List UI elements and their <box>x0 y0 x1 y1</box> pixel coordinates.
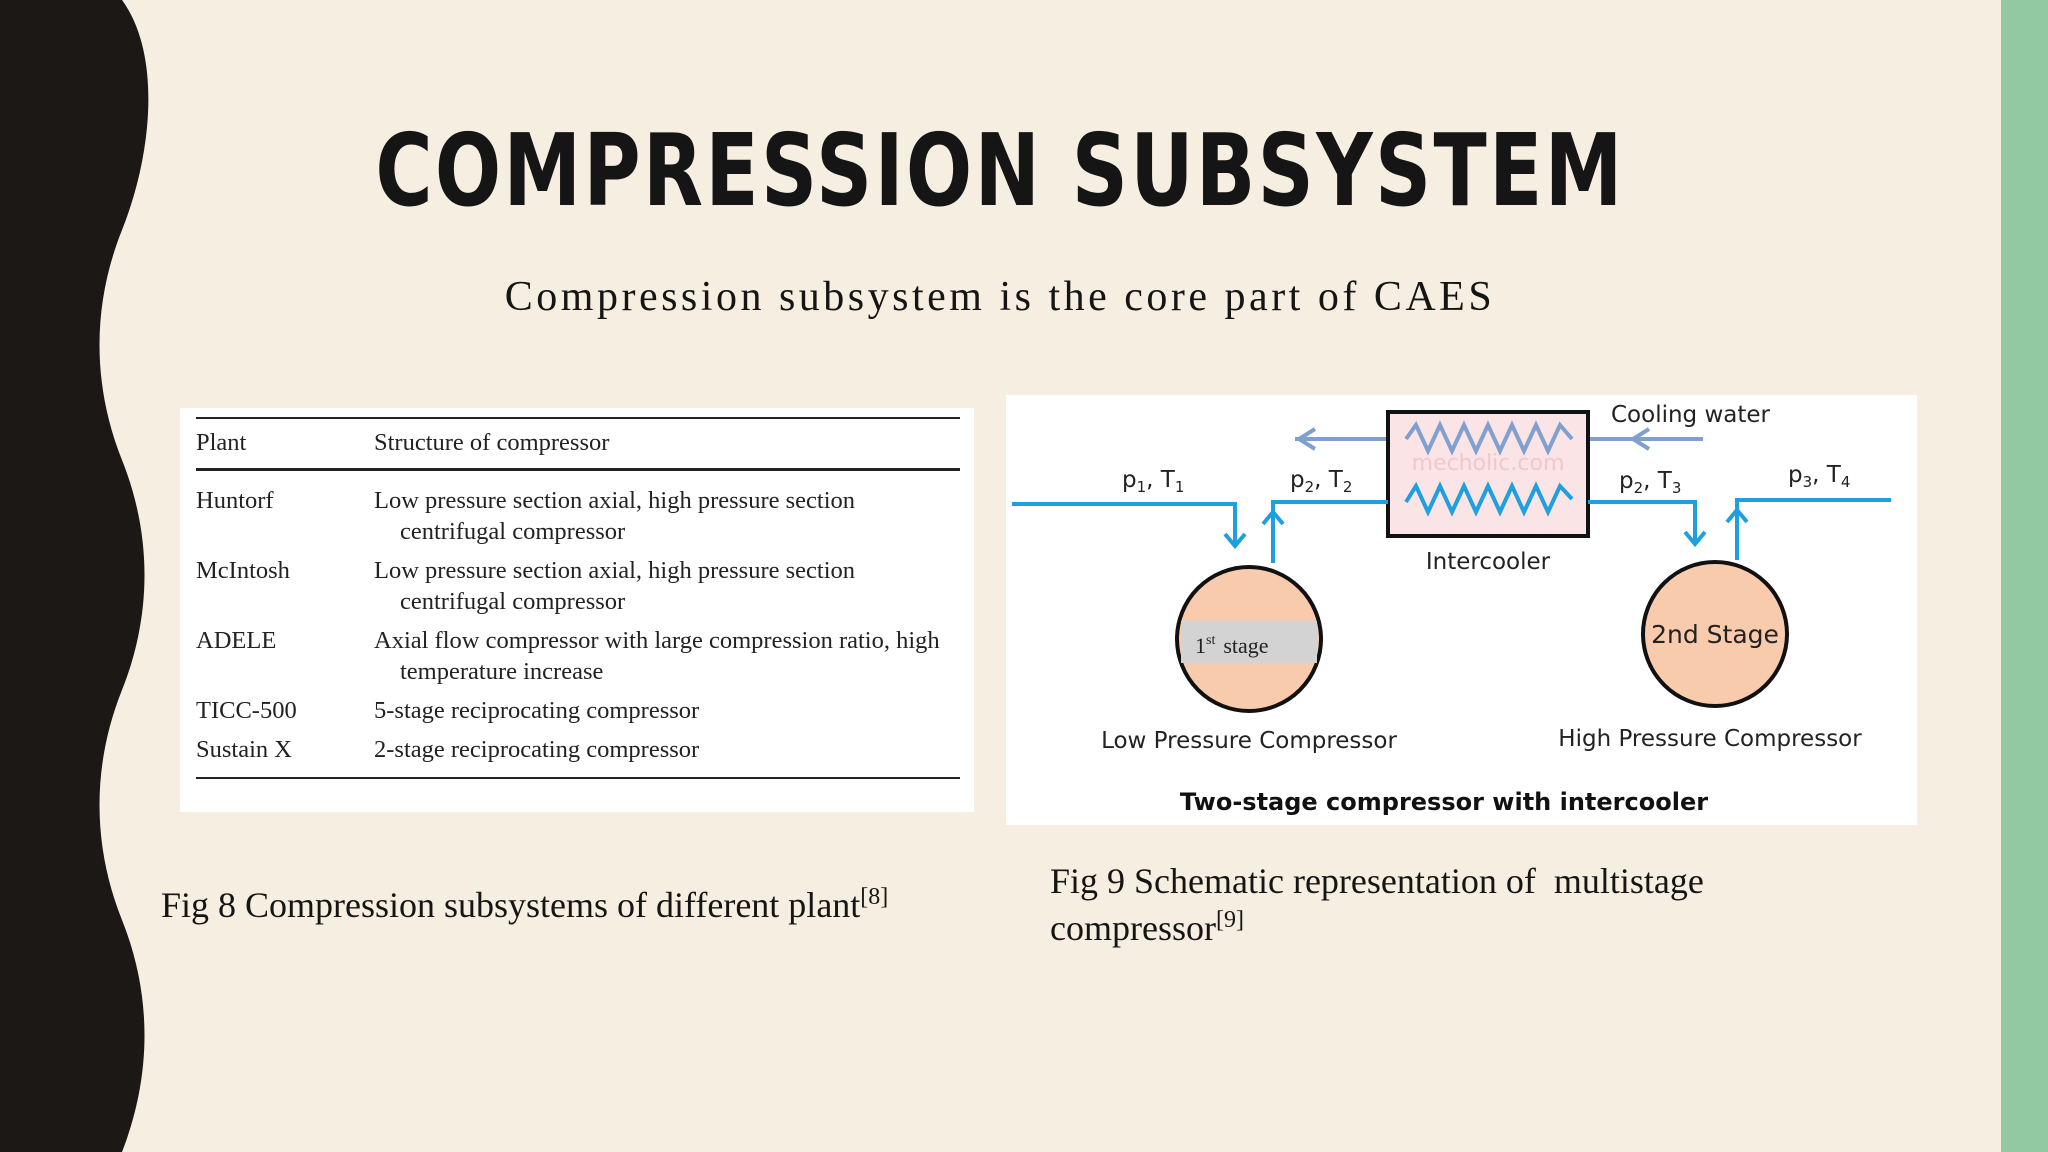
stage1-outlet-line <box>1271 500 1388 563</box>
compressor-table-figure: Plant Structure of compressor Huntorf Lo… <box>180 408 974 812</box>
intercooler-outlet-line <box>1588 500 1697 542</box>
table-row: TICC-500 5-stage reciprocating compresso… <box>196 691 960 730</box>
diagram-caption: Two-stage compressor with intercooler <box>1180 788 1708 816</box>
air-outlet-line <box>1735 498 1891 560</box>
intercooler-label: Intercooler <box>1426 549 1551 575</box>
accent-band-right <box>2001 0 2048 1152</box>
arrow-out-stage1 <box>1261 508 1285 526</box>
air-inlet-line <box>1012 502 1237 544</box>
intercooler-air-coil <box>1404 481 1574 517</box>
state-label-4: p3, T4 <box>1788 462 1850 491</box>
fig9-caption: Fig 9 Schematic representation of multis… <box>1050 858 1870 952</box>
cell-structure: Low pressure section axial, high pressur… <box>374 487 856 545</box>
stage2-label: 2nd Stage <box>1651 620 1779 649</box>
cooling-water-arrow-left <box>1295 427 1317 451</box>
cell-structure: Low pressure section axial, high pressur… <box>374 557 856 615</box>
slide-subtitle: Compression subsystem is the core part o… <box>504 274 1496 320</box>
slide-title: COMPRESSION SUBSYSTEM <box>375 112 1625 229</box>
cooling-water-label: Cooling water <box>1611 402 1771 428</box>
cell-plant: Sustain X <box>196 736 292 763</box>
two-stage-compressor-diagram: Cooling water mecholic.com Intercooler p… <box>1006 395 1917 825</box>
compressor-table: Plant Structure of compressor Huntorf Lo… <box>196 417 960 779</box>
state-label-2: p2, T2 <box>1290 467 1352 496</box>
cell-structure: 2-stage reciprocating compressor <box>374 736 700 763</box>
cell-plant: ADELE <box>196 627 277 654</box>
state-label-1: p1, T1 <box>1122 467 1184 496</box>
state-label-3: p2, T3 <box>1619 468 1681 497</box>
cell-plant: McIntosh <box>196 557 290 584</box>
intercooler-watermark: mecholic.com <box>1412 451 1565 476</box>
table-row: ADELE Axial flow compressor with large c… <box>196 621 960 691</box>
low-pressure-compressor-label: Low Pressure Compressor <box>1101 728 1397 754</box>
arrow-into-stage1 <box>1223 532 1247 550</box>
table-header-row: Plant Structure of compressor <box>196 418 960 470</box>
intercooler-cooling-coil <box>1404 420 1574 456</box>
header-plant: Plant <box>196 429 247 456</box>
cell-plant: TICC-500 <box>196 697 297 724</box>
table-row: McIntosh Low pressure section axial, hig… <box>196 551 960 621</box>
fig8-caption-text: Fig 8 Compression subsystems of differen… <box>161 885 861 925</box>
decorative-wavy-band <box>0 0 149 1152</box>
cell-plant: Huntorf <box>196 487 274 514</box>
cell-structure: Axial flow compressor with large compres… <box>374 627 940 685</box>
stage1-label-box <box>1181 621 1317 663</box>
wavy-band-shape <box>0 0 149 1152</box>
fig9-caption-line1: Fig 9 Schematic representation of multis… <box>1050 861 1704 901</box>
table-row: Huntorf Low pressure section axial, high… <box>196 470 960 552</box>
cell-structure: 5-stage reciprocating compressor <box>374 697 700 724</box>
high-pressure-compressor-label: High Pressure Compressor <box>1558 726 1862 752</box>
cooling-water-arrow-right <box>1629 427 1651 451</box>
stage2-compressor <box>1641 560 1789 708</box>
arrow-into-stage2 <box>1683 530 1707 548</box>
fig8-reference: [8] <box>860 884 889 910</box>
fig8-caption: Fig 8 Compression subsystems of differen… <box>161 882 888 929</box>
fig9-caption-line2: compressor <box>1050 908 1216 948</box>
fig9-reference: [9] <box>1215 907 1244 933</box>
header-structure: Structure of compressor <box>374 429 610 456</box>
arrow-out-stage2 <box>1725 506 1749 524</box>
table-row: Sustain X 2-stage reciprocating compress… <box>196 730 960 778</box>
